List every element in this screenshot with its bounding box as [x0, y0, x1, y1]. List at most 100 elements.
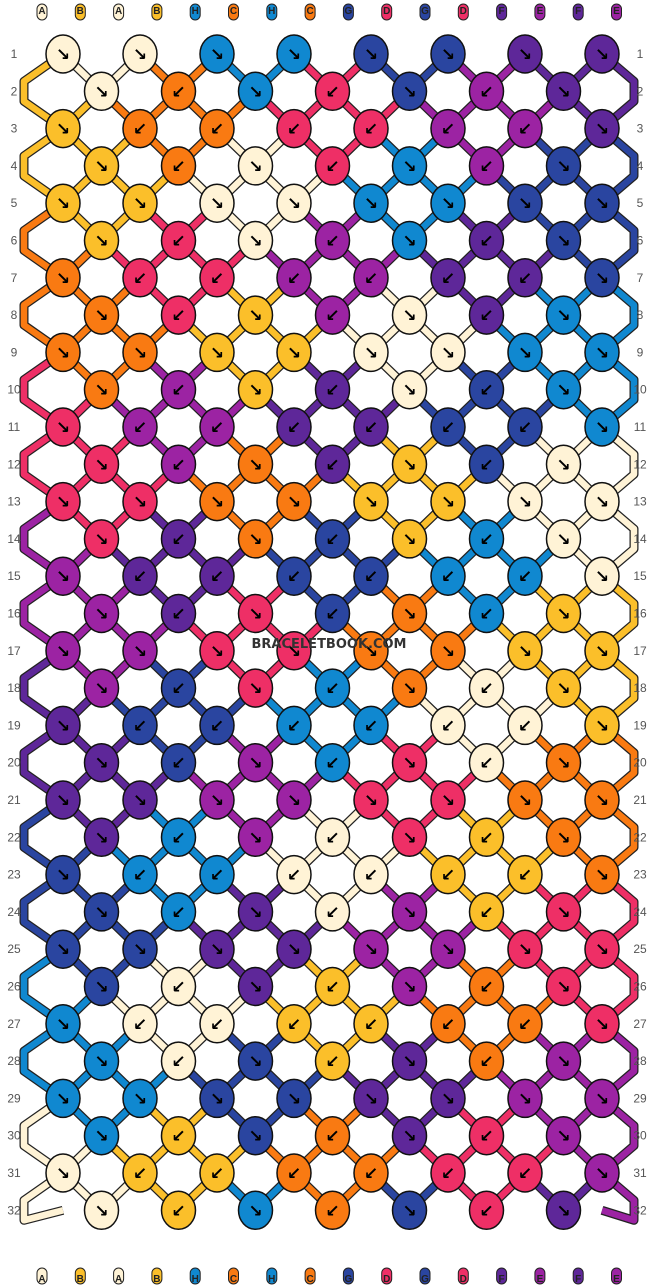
knot-oval: [83, 817, 120, 858]
knot: ↙: [468, 668, 505, 708]
arrow-down-right-icon: ↘: [287, 45, 301, 65]
knot-oval: [237, 593, 274, 634]
knot-oval: [122, 407, 158, 447]
arrow-down-left-icon: ↙: [479, 1127, 493, 1147]
row-number-left: 2: [11, 84, 18, 98]
string-stub-bottom: [534, 1267, 546, 1285]
knot: ↘: [353, 1078, 389, 1119]
edge-loop-right: [599, 946, 638, 1027]
knot-oval: [468, 966, 505, 1007]
knot-oval: [160, 220, 197, 261]
knot: ↘: [545, 295, 582, 335]
knot: ↙: [507, 407, 543, 447]
arrow-down-right-icon: ↘: [556, 978, 570, 998]
arrow-down-right-icon: ↘: [94, 679, 108, 699]
arrow-down-right-icon: ↘: [210, 940, 224, 960]
knot-oval: [391, 892, 428, 932]
knot: ↘: [391, 1115, 428, 1156]
knot: ↘: [83, 220, 120, 261]
arrow-down-right-icon: ↘: [518, 493, 532, 513]
knot-oval: [507, 108, 543, 149]
arrow-down-right-icon: ↘: [441, 791, 455, 811]
knot-oval: [430, 1004, 466, 1044]
arrow-down-right-icon: ↘: [556, 306, 570, 326]
string-letter-bottom: E: [613, 1274, 620, 1285]
knot-oval: [353, 332, 389, 373]
knot: ↙: [199, 407, 235, 447]
knot: ↘: [584, 929, 620, 969]
edge-loop-right: [599, 872, 638, 952]
knot-oval: [160, 742, 197, 783]
knot-oval: [545, 220, 582, 261]
knot-oval: [353, 1153, 389, 1193]
knot-oval: [160, 146, 197, 186]
knot-oval: [276, 481, 312, 522]
arrow-down-right-icon: ↘: [56, 716, 70, 736]
knot-oval: [545, 146, 582, 186]
knot-oval: [83, 1041, 120, 1081]
knot: ↘: [584, 108, 620, 149]
knot: ↙: [122, 556, 158, 596]
knot-oval: [45, 854, 81, 895]
knot-oval: [45, 108, 81, 149]
row-number-right: 6: [637, 234, 644, 248]
arrow-down-right-icon: ↘: [518, 45, 532, 65]
knot-oval: [276, 332, 312, 373]
knot: ↙: [353, 1153, 389, 1193]
arrow-down-right-icon: ↘: [441, 194, 455, 214]
arrow-down-left-icon: ↙: [364, 418, 378, 438]
arrow-down-left-icon: ↙: [133, 1164, 147, 1184]
knot-oval: [160, 444, 197, 485]
arrow-down-right-icon: ↘: [248, 828, 262, 848]
row-number-left: 22: [7, 830, 21, 844]
knot-oval: [545, 71, 582, 112]
row-number-right: 4: [637, 159, 644, 173]
knot-oval: [314, 1115, 351, 1156]
knot: ↘: [430, 34, 466, 74]
arrow-down-left-icon: ↙: [479, 530, 493, 550]
knot: ↘: [391, 593, 428, 634]
string-letter-top: C: [306, 6, 313, 17]
arrow-down-left-icon: ↙: [133, 567, 147, 587]
knot: ↘: [122, 1078, 158, 1119]
knot: ↙: [430, 1153, 466, 1193]
knot-oval: [507, 407, 543, 447]
arrow-down-left-icon: ↙: [287, 1164, 301, 1184]
arrow-down-left-icon: ↙: [325, 1052, 339, 1072]
knot: ↘: [237, 817, 274, 858]
arrow-down-right-icon: ↘: [94, 605, 108, 625]
arrow-down-right-icon: ↘: [556, 82, 570, 102]
knot: ↘: [83, 817, 120, 858]
row-number-right: 32: [633, 1203, 647, 1217]
knot-oval: [199, 631, 235, 671]
knot-oval: [83, 593, 120, 634]
knot: ↘: [122, 929, 158, 969]
edge-loop-left: [20, 871, 65, 952]
string-stub-bottom: [419, 1267, 431, 1285]
row-number-right: 30: [633, 1129, 647, 1143]
row-number-right: 20: [633, 756, 647, 770]
knot: ↙: [314, 1041, 351, 1081]
row-number-left: 16: [7, 607, 21, 621]
knot-oval: [83, 966, 120, 1007]
knot-oval: [160, 369, 197, 410]
knot: ↘: [391, 519, 428, 559]
arrow-down-left-icon: ↙: [210, 418, 224, 438]
row-number-left: 9: [11, 345, 18, 359]
knot: ↘: [237, 146, 274, 186]
knot-oval: [430, 929, 466, 969]
knot-oval: [276, 780, 312, 820]
row-number-right: 29: [633, 1091, 647, 1105]
arrow-down-left-icon: ↙: [287, 866, 301, 886]
knot-oval: [507, 1153, 543, 1193]
edge-loop-right: [599, 1170, 638, 1224]
arrow-down-left-icon: ↙: [171, 1127, 185, 1147]
knot-oval: [122, 556, 158, 596]
arrow-down-left-icon: ↙: [325, 82, 339, 102]
knot: ↙: [160, 220, 197, 261]
edge-loop-right: [599, 797, 638, 878]
knot-oval: [353, 705, 389, 746]
knot: ↙: [160, 668, 197, 708]
knot-oval: [45, 1078, 81, 1119]
arrow-down-right-icon: ↘: [402, 232, 416, 252]
